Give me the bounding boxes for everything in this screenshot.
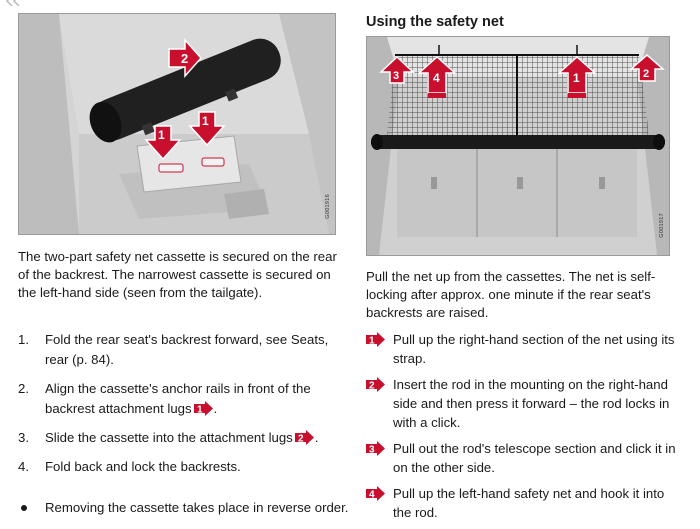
- svg-text:1: 1: [369, 336, 375, 347]
- svg-text:4: 4: [369, 490, 375, 501]
- figure-code: G001917: [659, 213, 665, 238]
- list-item: 3 Pull out the rod's telescope section a…: [366, 439, 686, 477]
- double-chevron-icon: [5, 0, 20, 6]
- cassette-steps: 1. Fold the rear seat's backrest forward…: [18, 330, 343, 486]
- arrow-1-icon: 1: [557, 55, 597, 98]
- safety-net-figure: 3 4 1 2 G001917: [366, 36, 670, 256]
- arrow-1-right-icon: 1: [188, 111, 226, 147]
- list-item: 4. Fold back and lock the backrests.: [18, 459, 241, 474]
- arrow-2-icon: 2: [629, 54, 665, 82]
- svg-text:2: 2: [181, 51, 188, 66]
- arrow-1-icon: 1: [193, 401, 213, 416]
- svg-text:2: 2: [643, 68, 649, 80]
- bullet-item: Removing the cassette takes place in rev…: [18, 498, 370, 518]
- list-item: 1. Fold the rear seat's backrest forward…: [18, 332, 329, 367]
- figure-code: G001916: [325, 194, 331, 219]
- svg-text:4: 4: [433, 71, 440, 85]
- section-heading: Using the safety net: [366, 14, 504, 30]
- svg-text:2: 2: [298, 434, 304, 445]
- list-item: 4 Pull up the left-hand safety net and h…: [366, 484, 686, 522]
- svg-text:1: 1: [573, 71, 580, 85]
- cassette-installation-figure: 2 1 1 G001916: [18, 13, 336, 235]
- svg-text:1: 1: [158, 128, 165, 142]
- svg-text:3: 3: [369, 445, 375, 456]
- svg-text:3: 3: [393, 70, 399, 82]
- arrow-4-icon: 4: [366, 486, 385, 501]
- list-item: 3. Slide the cassette into the attachmen…: [18, 430, 319, 445]
- svg-text:2: 2: [369, 381, 375, 392]
- list-item: 2 Insert the rod in the mounting on the …: [366, 375, 686, 432]
- bullet-icon: [21, 505, 27, 511]
- arrow-2-icon: 2: [294, 430, 314, 445]
- list-item: 2. Align the cassette's anchor rails in …: [18, 381, 311, 416]
- svg-text:1: 1: [202, 114, 209, 128]
- arrow-4-icon: 4: [417, 55, 457, 98]
- svg-text:1: 1: [197, 405, 203, 416]
- arrow-1-icon: 1: [366, 332, 385, 347]
- net-steps: 1 Pull up the right-hand section of the …: [366, 330, 686, 529]
- arrow-3-icon: 3: [379, 55, 415, 84]
- right-intro: Pull the net up from the cassettes. The …: [366, 269, 656, 320]
- left-intro: The two-part safety net cassette is secu…: [18, 249, 337, 300]
- arrow-1-left-icon: 1: [144, 125, 182, 161]
- arrow-3-icon: 3: [366, 441, 385, 456]
- arrow-2-icon: 2: [366, 377, 385, 392]
- list-item: 1 Pull up the right-hand section of the …: [366, 330, 686, 368]
- arrow-2-icon: 2: [168, 38, 203, 78]
